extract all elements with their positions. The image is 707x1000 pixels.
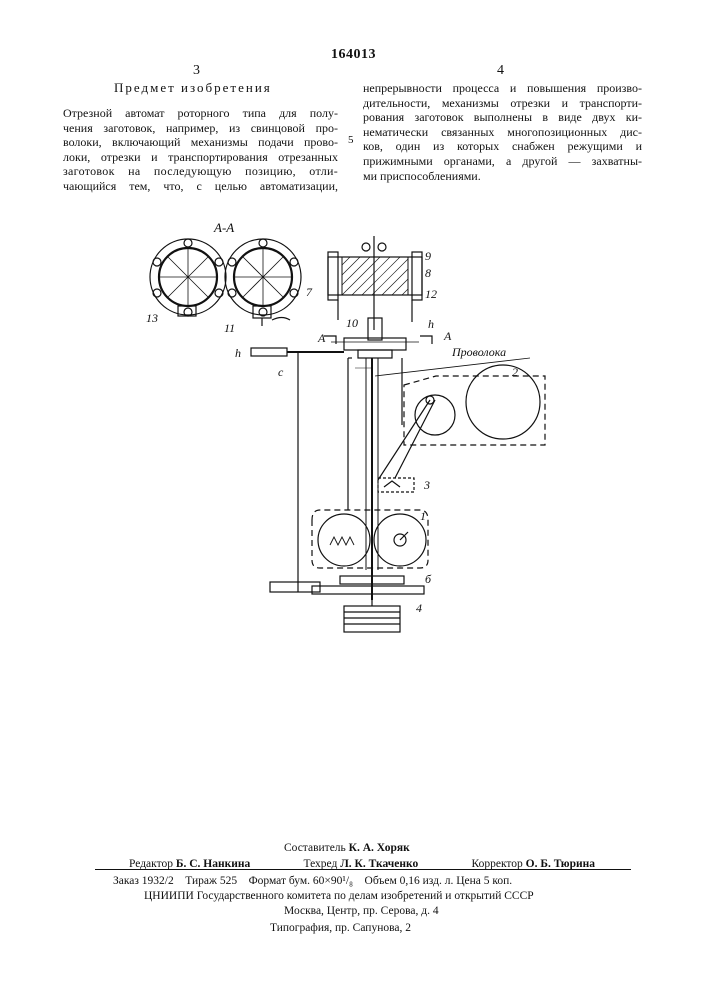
feed-roller-assembly (378, 365, 545, 480)
compiler-name: К. А. Хоряк (349, 842, 410, 854)
section-aa-view (150, 239, 301, 326)
label-6: б (425, 572, 432, 586)
order-line: Заказ 1932/2 Тираж 525 Формат бум. 60×90… (113, 875, 512, 887)
org-line: ЦНИИПИ Государственного комитета по дела… (144, 890, 534, 902)
compiler-line: Составитель К. А. Хоряк (284, 842, 410, 854)
cutter-mechanism (331, 318, 419, 358)
label-c: с (278, 365, 284, 379)
label-h-right: h (428, 317, 434, 331)
address-line: Москва, Центр, пр. Серова, д. 4 (284, 905, 439, 917)
main-frame (348, 358, 530, 600)
wire-label: Проволока (451, 345, 506, 359)
label-a-left: А (317, 331, 326, 345)
left-arm (251, 348, 344, 592)
label-10: 10 (346, 316, 358, 330)
mechanism-3 (378, 478, 414, 492)
section-label: А-А (213, 220, 234, 235)
label-2: 2 (512, 365, 518, 379)
label-9: 9 (425, 249, 431, 263)
label-1: 1 (420, 509, 426, 523)
label-11: 11 (224, 321, 235, 335)
label-8: 8 (425, 266, 431, 280)
label-h-left: h (235, 346, 241, 360)
label-13: 13 (146, 311, 158, 325)
label-4: 4 (416, 601, 422, 615)
label-12: 12 (425, 287, 437, 301)
footer-divider (95, 869, 631, 870)
printer-line: Типография, пр. Сапунова, 2 (270, 922, 411, 934)
top-roller-assembly (328, 236, 422, 330)
lower-roller-assembly (312, 510, 428, 568)
bottom-disk-and-bin (312, 576, 424, 632)
compiler-label: Составитель (284, 842, 346, 854)
label-7: 7 (306, 285, 313, 299)
label-3: 3 (423, 478, 430, 492)
label-a-right: А (443, 329, 452, 343)
